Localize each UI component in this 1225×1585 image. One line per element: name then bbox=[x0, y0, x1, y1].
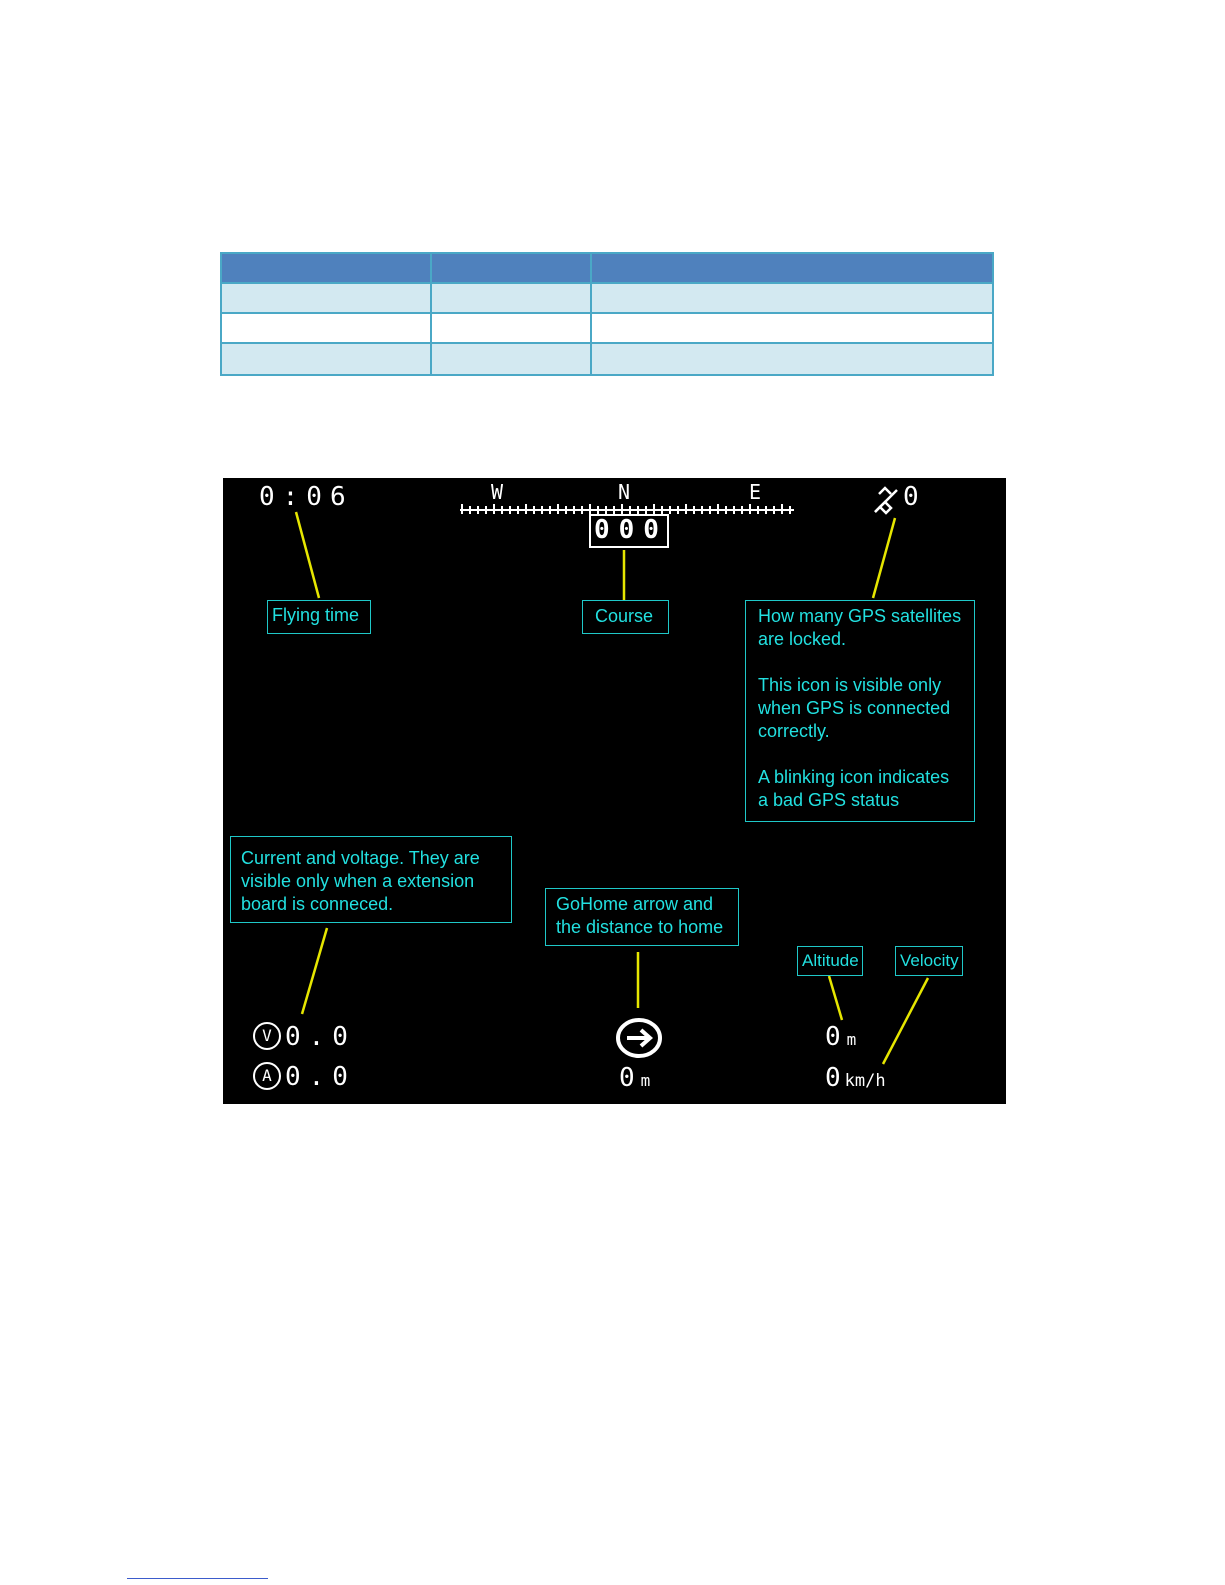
callout-gps-text-3: A blinking icon indicates a bad GPS stat… bbox=[758, 767, 950, 810]
compass-e-label: E bbox=[749, 480, 770, 504]
footer-rule bbox=[127, 1578, 268, 1579]
voltage-icon: V bbox=[253, 1022, 281, 1050]
table-cell bbox=[432, 314, 592, 344]
home-distance-number: 0 bbox=[619, 1063, 641, 1093]
voltage-value: 0.0 bbox=[285, 1022, 356, 1052]
callout-altitude-text: Altitude bbox=[802, 951, 859, 970]
table-header-cell bbox=[222, 254, 432, 284]
callout-gohome: GoHome arrow and the distance to home bbox=[545, 888, 739, 946]
table-cell bbox=[592, 314, 992, 344]
home-distance-value: 0m bbox=[619, 1063, 656, 1093]
table-cell bbox=[222, 314, 432, 344]
current-icon: A bbox=[253, 1062, 281, 1090]
velocity-value: 0km/h bbox=[825, 1063, 886, 1093]
satellite-icon bbox=[874, 486, 898, 515]
table-header-cell bbox=[432, 254, 592, 284]
table-header-cell bbox=[592, 254, 992, 284]
callout-flying-time: Flying time bbox=[267, 600, 371, 634]
altitude-number: 0 bbox=[825, 1022, 847, 1052]
table-cell bbox=[592, 344, 992, 374]
table-cell bbox=[432, 284, 592, 314]
current-value: 0.0 bbox=[285, 1062, 356, 1092]
compass-n-label: N bbox=[618, 480, 639, 504]
table-cell bbox=[432, 344, 592, 374]
callout-current-voltage: Current and voltage. They are visible on… bbox=[230, 836, 512, 923]
leader-lines bbox=[294, 511, 930, 1065]
table-cell bbox=[222, 344, 432, 374]
osd-screen: 0:06 W N E 000 0 Flying time bbox=[223, 478, 1006, 1104]
callout-velocity-text: Velocity bbox=[900, 951, 959, 970]
callout-gps: How many GPS satellites are locked. This… bbox=[745, 600, 975, 822]
altitude-value: 0m bbox=[825, 1022, 862, 1052]
callout-current-voltage-text: Current and voltage. They are visible on… bbox=[241, 848, 480, 914]
gps-sat-count: 0 bbox=[903, 482, 927, 512]
callout-gps-text-1: How many GPS satellites are locked. bbox=[758, 606, 962, 649]
callout-course-text: Course bbox=[595, 606, 654, 626]
callout-gps-text-2: This icon is visible only when GPS is co… bbox=[758, 675, 951, 741]
gohome-arrow-icon bbox=[616, 1018, 662, 1058]
callout-gohome-text: GoHome arrow and the distance to home bbox=[556, 894, 724, 937]
table-cell bbox=[222, 284, 432, 314]
velocity-unit: km/h bbox=[844, 1071, 886, 1091]
table-cell bbox=[592, 284, 992, 314]
velocity-number: 0 bbox=[825, 1063, 845, 1093]
compass-ruler bbox=[460, 504, 794, 514]
callout-flying-time-text: Flying time bbox=[272, 605, 360, 625]
compass-w-label: W bbox=[491, 480, 512, 504]
callout-velocity: Velocity bbox=[895, 946, 963, 976]
callout-course: Course bbox=[582, 600, 669, 634]
callout-altitude: Altitude bbox=[797, 946, 863, 976]
flying-time-value: 0:06 bbox=[259, 482, 354, 512]
course-box bbox=[589, 514, 669, 548]
info-table bbox=[220, 252, 994, 376]
course-value: 000 bbox=[594, 515, 668, 545]
altitude-unit: m bbox=[846, 1030, 863, 1049]
home-distance-unit: m bbox=[640, 1071, 657, 1090]
